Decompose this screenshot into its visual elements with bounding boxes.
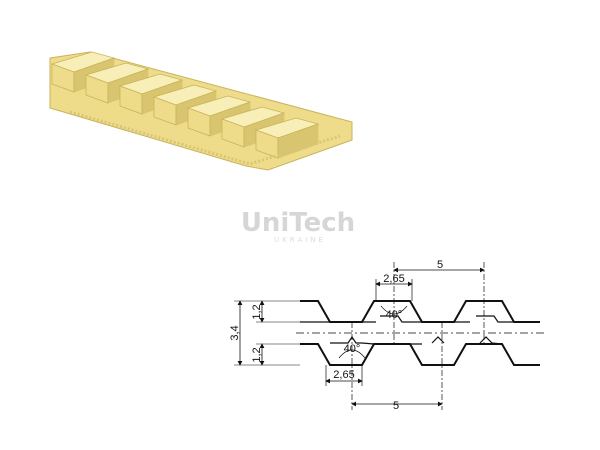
tooth-width-top-label: 2,65: [383, 273, 404, 285]
unitech-logo: UniTech UKRAINE: [241, 208, 355, 244]
tooth-width-bottom-label: 2,65: [333, 369, 354, 381]
angle-bottom-label: 40°: [344, 343, 361, 355]
belt-profile-drawing: 5 2,65 40° 40° 2,65 5 3,4 1,2 1,2: [229, 259, 546, 412]
belt-profile-inner-bottom: [300, 335, 503, 345]
angle-top-arc: [380, 305, 408, 315]
belt-photo: [49, 51, 353, 171]
angle-top-label: 40°: [386, 309, 403, 321]
total-thickness-label: 3,4: [229, 325, 241, 340]
belt-tooth: [254, 117, 320, 159]
angle-bottom-arc: [338, 349, 366, 359]
logo-brand: UniTech: [241, 208, 355, 238]
belt-profile-top-edge: [300, 300, 540, 323]
pitch-bottom-label: 5: [393, 400, 399, 412]
pitch-top-label: 5: [437, 259, 443, 271]
belt-profile-bottom-edge: [300, 343, 540, 366]
belt-profile-inner-top: [300, 315, 514, 323]
tooth-height-top-label: 1,2: [251, 304, 263, 319]
tooth-height-bottom-label: 1,2: [251, 347, 263, 362]
logo-tagline: UKRAINE: [274, 236, 326, 244]
